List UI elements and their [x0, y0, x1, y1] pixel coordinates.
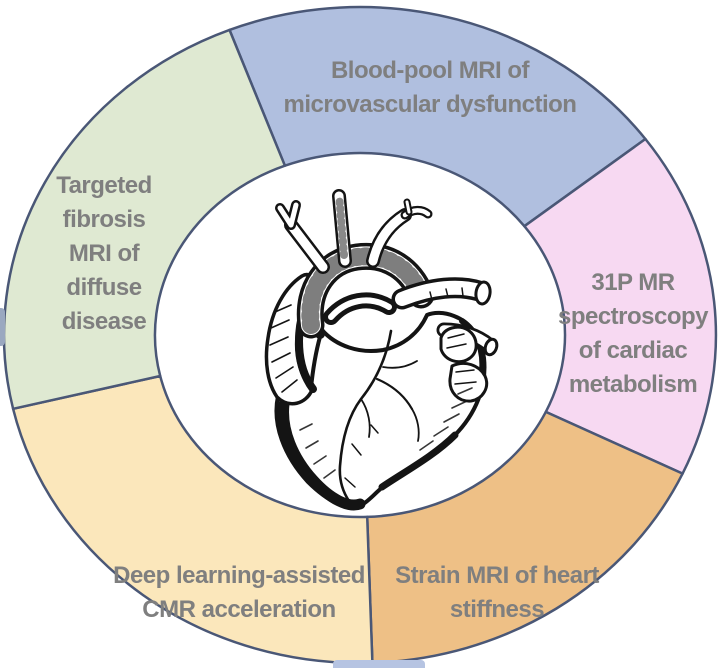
heart-outline-accent-right — [378, 431, 459, 491]
coronary-branch-mid — [360, 398, 371, 438]
segment-deep-learning-cmr — [11, 374, 374, 665]
pulmonary-trunk-lumen — [328, 297, 392, 320]
pulmonary-vein-open-end — [483, 337, 499, 357]
segment-31p-spectroscopy — [523, 137, 718, 475]
coronary-artery-main — [338, 329, 393, 503]
body-hatching-left — [299, 423, 336, 479]
edge-fragment-bottom — [333, 660, 425, 668]
edge-fragment-left — [0, 308, 5, 346]
coronary-twigs — [344, 424, 379, 488]
brachiocephalic-fork-lumen — [277, 202, 299, 228]
subclavian-nub-lumen — [405, 200, 411, 214]
coronary-branch-upper — [382, 360, 418, 369]
ring-segments — [2, 5, 718, 665]
segment-fibrosis-mri — [2, 28, 287, 411]
subclavian-vessel-lumen — [368, 210, 410, 266]
coronary-branch-right-twig — [411, 408, 420, 442]
atrial-appendage-hatching — [446, 333, 477, 385]
pulmonary-artery-lumen — [395, 280, 486, 306]
carotid-vessel-hatching — [335, 196, 348, 259]
right-atrium-hatching — [269, 304, 298, 393]
aortic-arch-rib-hatching — [301, 247, 430, 334]
coronary-branch-right — [375, 377, 414, 411]
heart-outline-accent-left — [278, 398, 366, 511]
brachiocephalic-vessel-lumen — [286, 220, 328, 272]
body-hatching-right — [419, 387, 473, 451]
anatomical-heart-illustration — [264, 189, 499, 511]
pulmonary-artery-open-end — [474, 280, 492, 306]
pulmonary-artery-hatching — [429, 287, 464, 301]
segment-blood-pool-mri — [228, 5, 647, 228]
atrial-appendage-lobe-upper — [439, 325, 478, 364]
